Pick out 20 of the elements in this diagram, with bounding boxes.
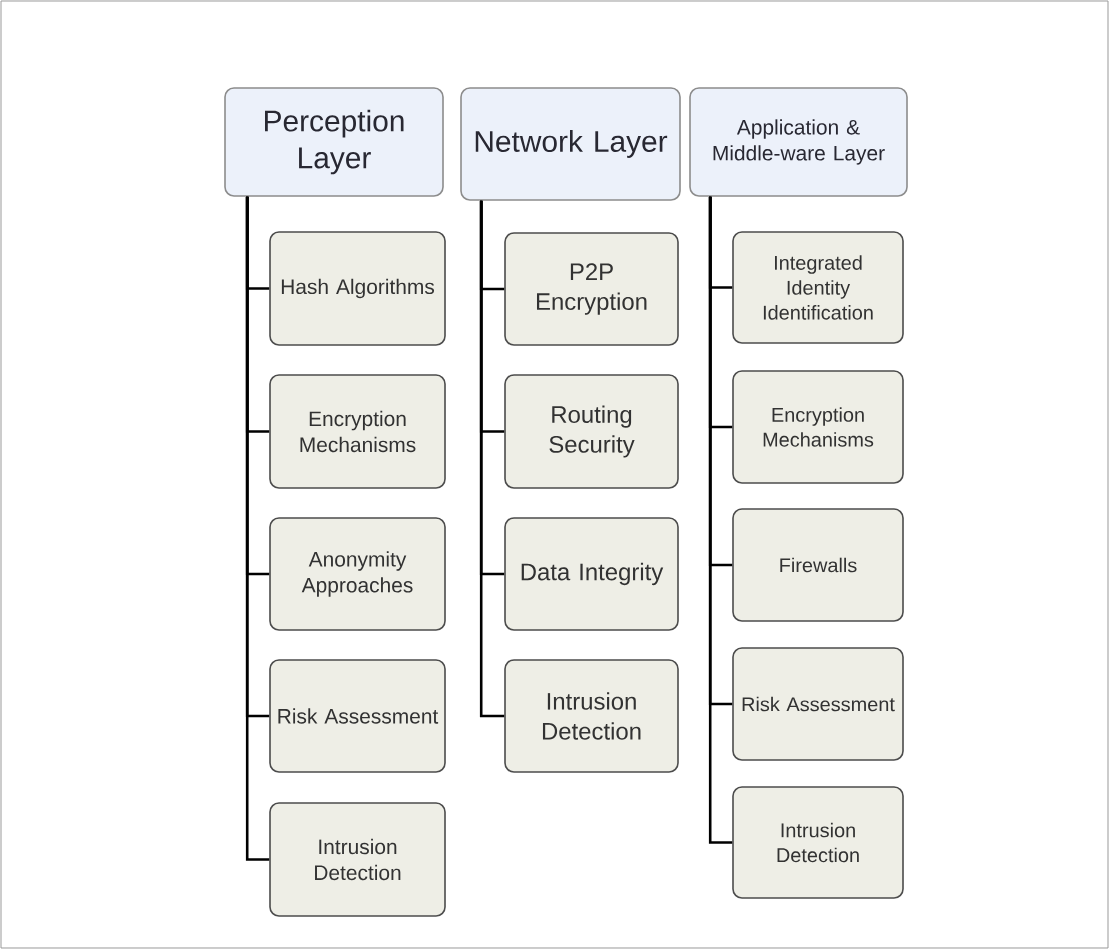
security-item-box: P2P Encryption bbox=[504, 232, 679, 346]
security-item-box: Intrusion Detection bbox=[504, 659, 679, 773]
security-item-box: Intrusion Detection bbox=[269, 802, 446, 917]
security-item-box: Risk Assessment bbox=[269, 659, 446, 773]
security-item-box: Anonymity Approaches bbox=[269, 517, 446, 631]
security-item-box: Encryption Mechanisms bbox=[732, 370, 904, 484]
security-item-box: Data Integrity bbox=[504, 517, 679, 631]
connector-line bbox=[245, 196, 270, 861]
security-item-box: Firewalls bbox=[732, 508, 904, 622]
security-item-box: Hash Algorithms bbox=[269, 231, 446, 346]
security-item-box: Routing Security bbox=[504, 374, 679, 489]
security-item-box: Encryption Mechanisms bbox=[269, 374, 446, 489]
security-item-box: Integrated Identity Identification bbox=[732, 231, 904, 344]
connector-line bbox=[479, 200, 505, 718]
connector-line bbox=[708, 196, 733, 844]
layer-header-box: Application & Middle-ware Layer bbox=[689, 87, 908, 197]
security-item-box: Intrusion Detection bbox=[732, 786, 904, 899]
layer-header-box: Network Layer bbox=[460, 87, 681, 201]
security-item-box: Risk Assessment bbox=[732, 647, 904, 761]
layer-header-box: Perception Layer bbox=[224, 87, 444, 197]
